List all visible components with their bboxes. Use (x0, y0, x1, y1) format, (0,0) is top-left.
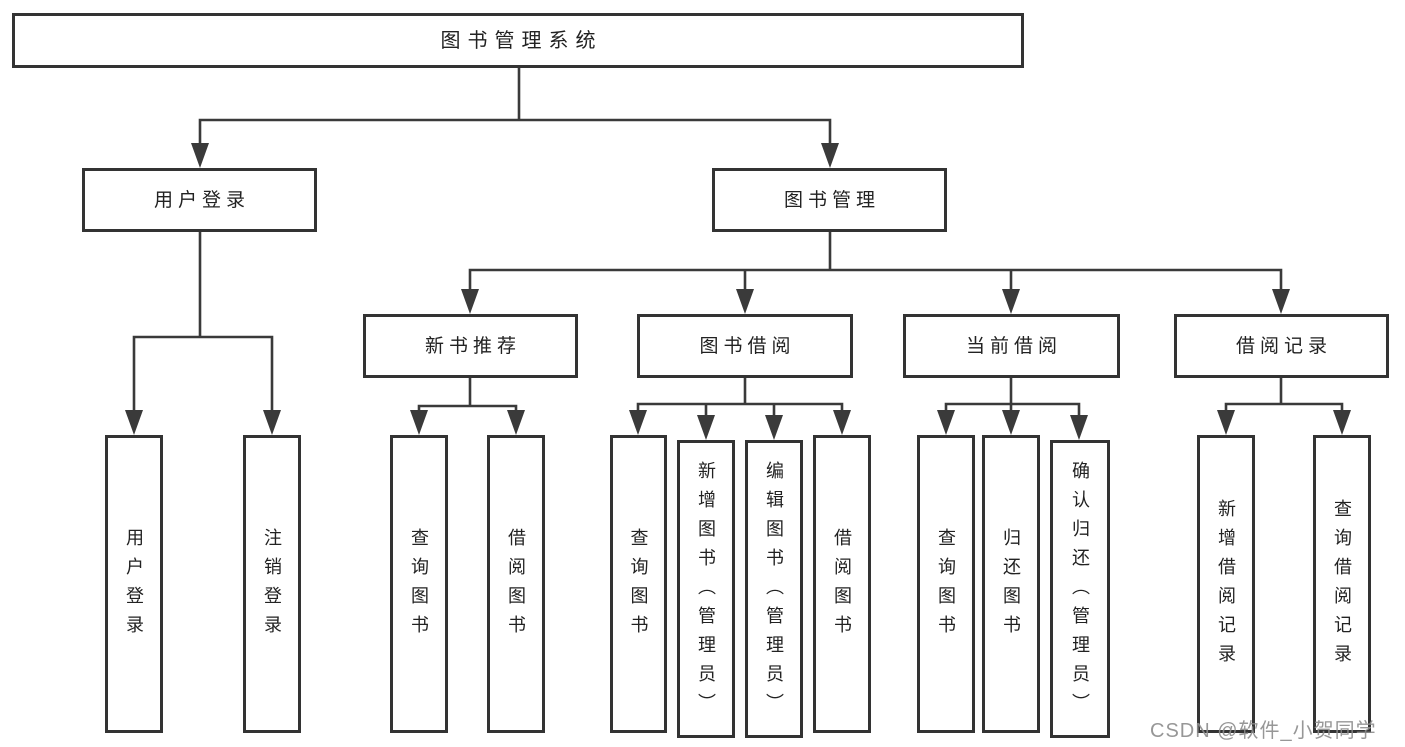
leaf-borrow-borrow-book: 借阅图书 (813, 435, 871, 733)
leaf-record-add-borrow-record: 新增借阅记录 (1197, 435, 1255, 733)
leaf-current-return-book: 归还图书 (982, 435, 1040, 733)
leaf-recommend-borrow-book: 借阅图书 (487, 435, 545, 733)
branch-book-borrowing: 图书借阅 (637, 314, 853, 378)
branch-new-book-recommend: 新书推荐 (363, 314, 578, 378)
connector-user-login-to-leaves (132, 230, 274, 414)
connector-current-borrowing-to-leaves (944, 376, 1081, 420)
arrowheads (125, 143, 1351, 440)
leaf-recommend-query-book: 查询图书 (390, 435, 448, 733)
csdn-watermark: CSDN @软件_小贺同学 (1150, 720, 1377, 742)
connector-borrowing-records-to-leaves (1224, 376, 1344, 415)
node-root-title: 图书管理系统 (12, 13, 1024, 68)
connector-root-to-level2 (198, 66, 832, 147)
leaf-borrow-edit-book-admin: 编辑图书（管理员） (745, 440, 803, 738)
leaf-record-query-borrow-record: 查询借阅记录 (1313, 435, 1371, 733)
leaf-logout: 注销登录 (243, 435, 301, 733)
connector-book-management-to-level3 (468, 230, 1283, 293)
connector-new-book-recommend-to-leaves (417, 376, 518, 415)
branch-book-management: 图书管理 (712, 168, 947, 232)
branch-borrowing-records: 借阅记录 (1174, 314, 1389, 378)
leaf-borrow-query-book: 查询图书 (610, 435, 667, 733)
leaf-user-login: 用户登录 (105, 435, 163, 733)
leaf-current-query-book: 查询图书 (917, 435, 975, 733)
branch-user-login: 用户登录 (82, 168, 317, 232)
branch-current-borrowing: 当前借阅 (903, 314, 1120, 378)
leaf-current-confirm-return-admin: 确认归还（管理员） (1050, 440, 1110, 738)
leaf-borrow-add-book-admin: 新增图书（管理员） (677, 440, 735, 738)
connector-book-borrowing-to-leaves (636, 376, 844, 420)
